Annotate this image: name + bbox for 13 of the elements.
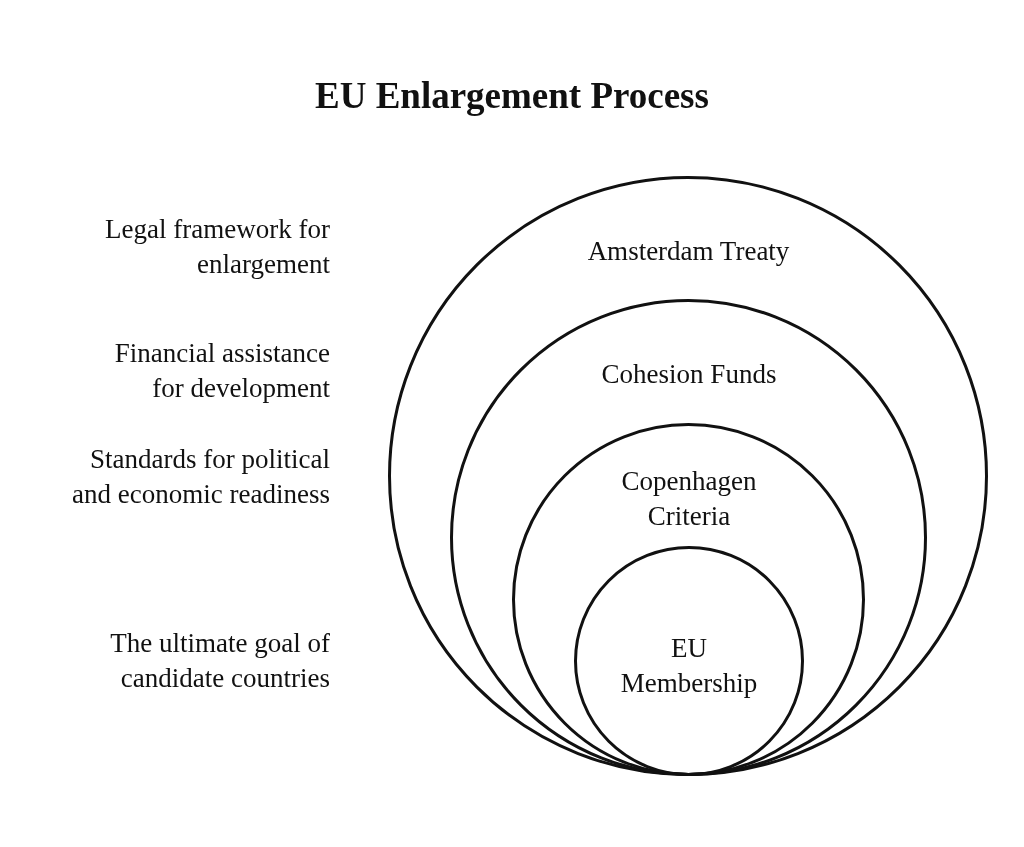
diagram-title: EU Enlargement Process [315,74,709,118]
nested-circle [574,546,804,776]
description-text: Legal framework for enlargement [104,213,330,281]
circle-label: EU Membership [620,632,758,700]
nested-circle [450,299,927,776]
description-text: Standards for political and economic readiness [71,443,330,511]
nested-circle [512,423,865,776]
circle-label: Amsterdam Treaty [587,235,790,268]
circle-label: Copenhagen Criteria [621,465,757,533]
nested-circle [388,176,988,776]
description-text: Financial assistance for development [113,337,330,405]
description-text: The ultimate goal of candidate countries [109,627,330,695]
circle-label: Cohesion Funds [601,358,777,391]
